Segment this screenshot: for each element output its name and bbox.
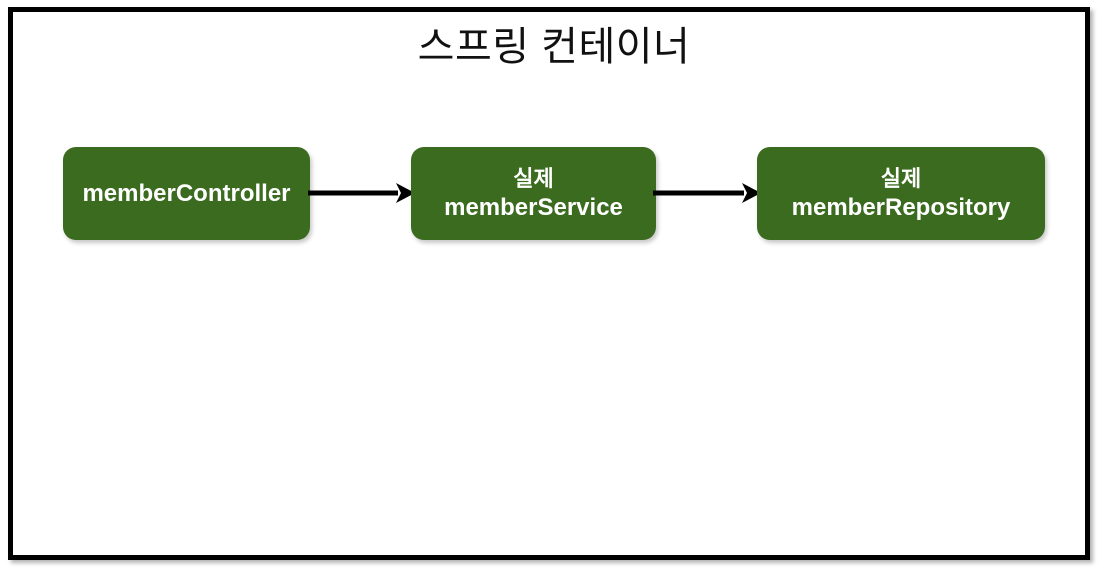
page-title: 스프링 컨테이너: [417, 25, 691, 69]
arrow-controller-to-service: [308, 178, 415, 208]
bean-label-member-service-prefix: 실제: [513, 165, 554, 191]
bean-node-member-controller[interactable]: memberController: [63, 147, 310, 240]
bean-node-member-service[interactable]: 실제 memberService: [411, 147, 656, 240]
bean-label-member-repository: memberRepository: [791, 193, 1011, 221]
spring-container-frame: [8, 7, 1090, 560]
bean-label-member-service: memberService: [444, 193, 623, 221]
bean-node-member-repository[interactable]: 실제 memberRepository: [757, 147, 1045, 240]
arrow-service-to-repository: [653, 178, 761, 208]
bean-label-member-controller: memberController: [82, 179, 291, 207]
container-empty-area: [26, 267, 1098, 567]
bean-label-member-repository-prefix: 실제: [880, 165, 922, 191]
